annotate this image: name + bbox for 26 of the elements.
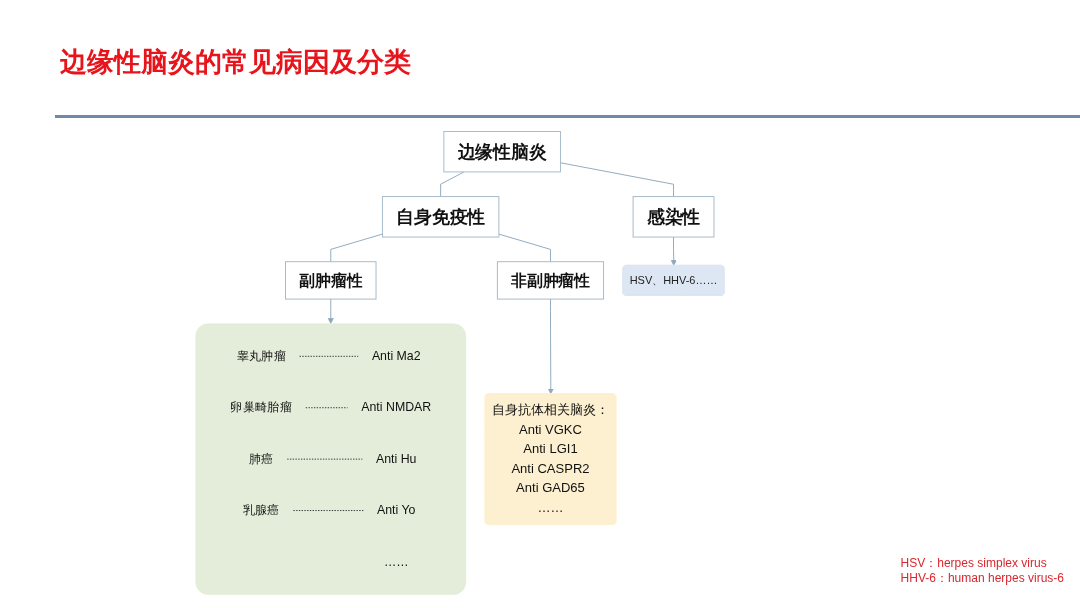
node-text: 卵巢畸胎瘤 xyxy=(230,400,293,415)
connector xyxy=(292,510,364,512)
node-text: Anti Hu xyxy=(376,451,417,466)
node-text: Anti Ma2 xyxy=(371,349,421,363)
node-box: 感染性 xyxy=(632,196,715,238)
slide-title: 边缘性脑炎的常见病因及分类 xyxy=(60,46,411,79)
connector xyxy=(559,162,674,198)
node-box: 自身免疫性 xyxy=(381,196,500,238)
connector xyxy=(330,233,383,263)
connector xyxy=(305,407,349,409)
node-box: 副肿瘤性 xyxy=(285,261,377,300)
node-box: 非副肿瘤性 xyxy=(496,261,605,300)
connector xyxy=(299,355,359,357)
connector xyxy=(286,458,363,460)
cluster xyxy=(195,323,467,595)
connector xyxy=(498,233,551,263)
node-box: 边缘性脑炎 xyxy=(443,131,561,173)
node-text: 乳腺癌 xyxy=(242,503,280,518)
node-text: 睾丸肿瘤 xyxy=(236,349,286,363)
footnote: HSV：herpes simplex virus xyxy=(900,556,1048,571)
node-text: …… xyxy=(383,554,409,569)
node-text: 肺癌 xyxy=(248,451,274,466)
connector xyxy=(440,171,465,198)
node-text: Anti Yo xyxy=(377,503,416,518)
node-text: Anti NMDAR xyxy=(361,400,432,415)
footnote: HHV-6：human herpes virus-6 xyxy=(900,571,1064,586)
